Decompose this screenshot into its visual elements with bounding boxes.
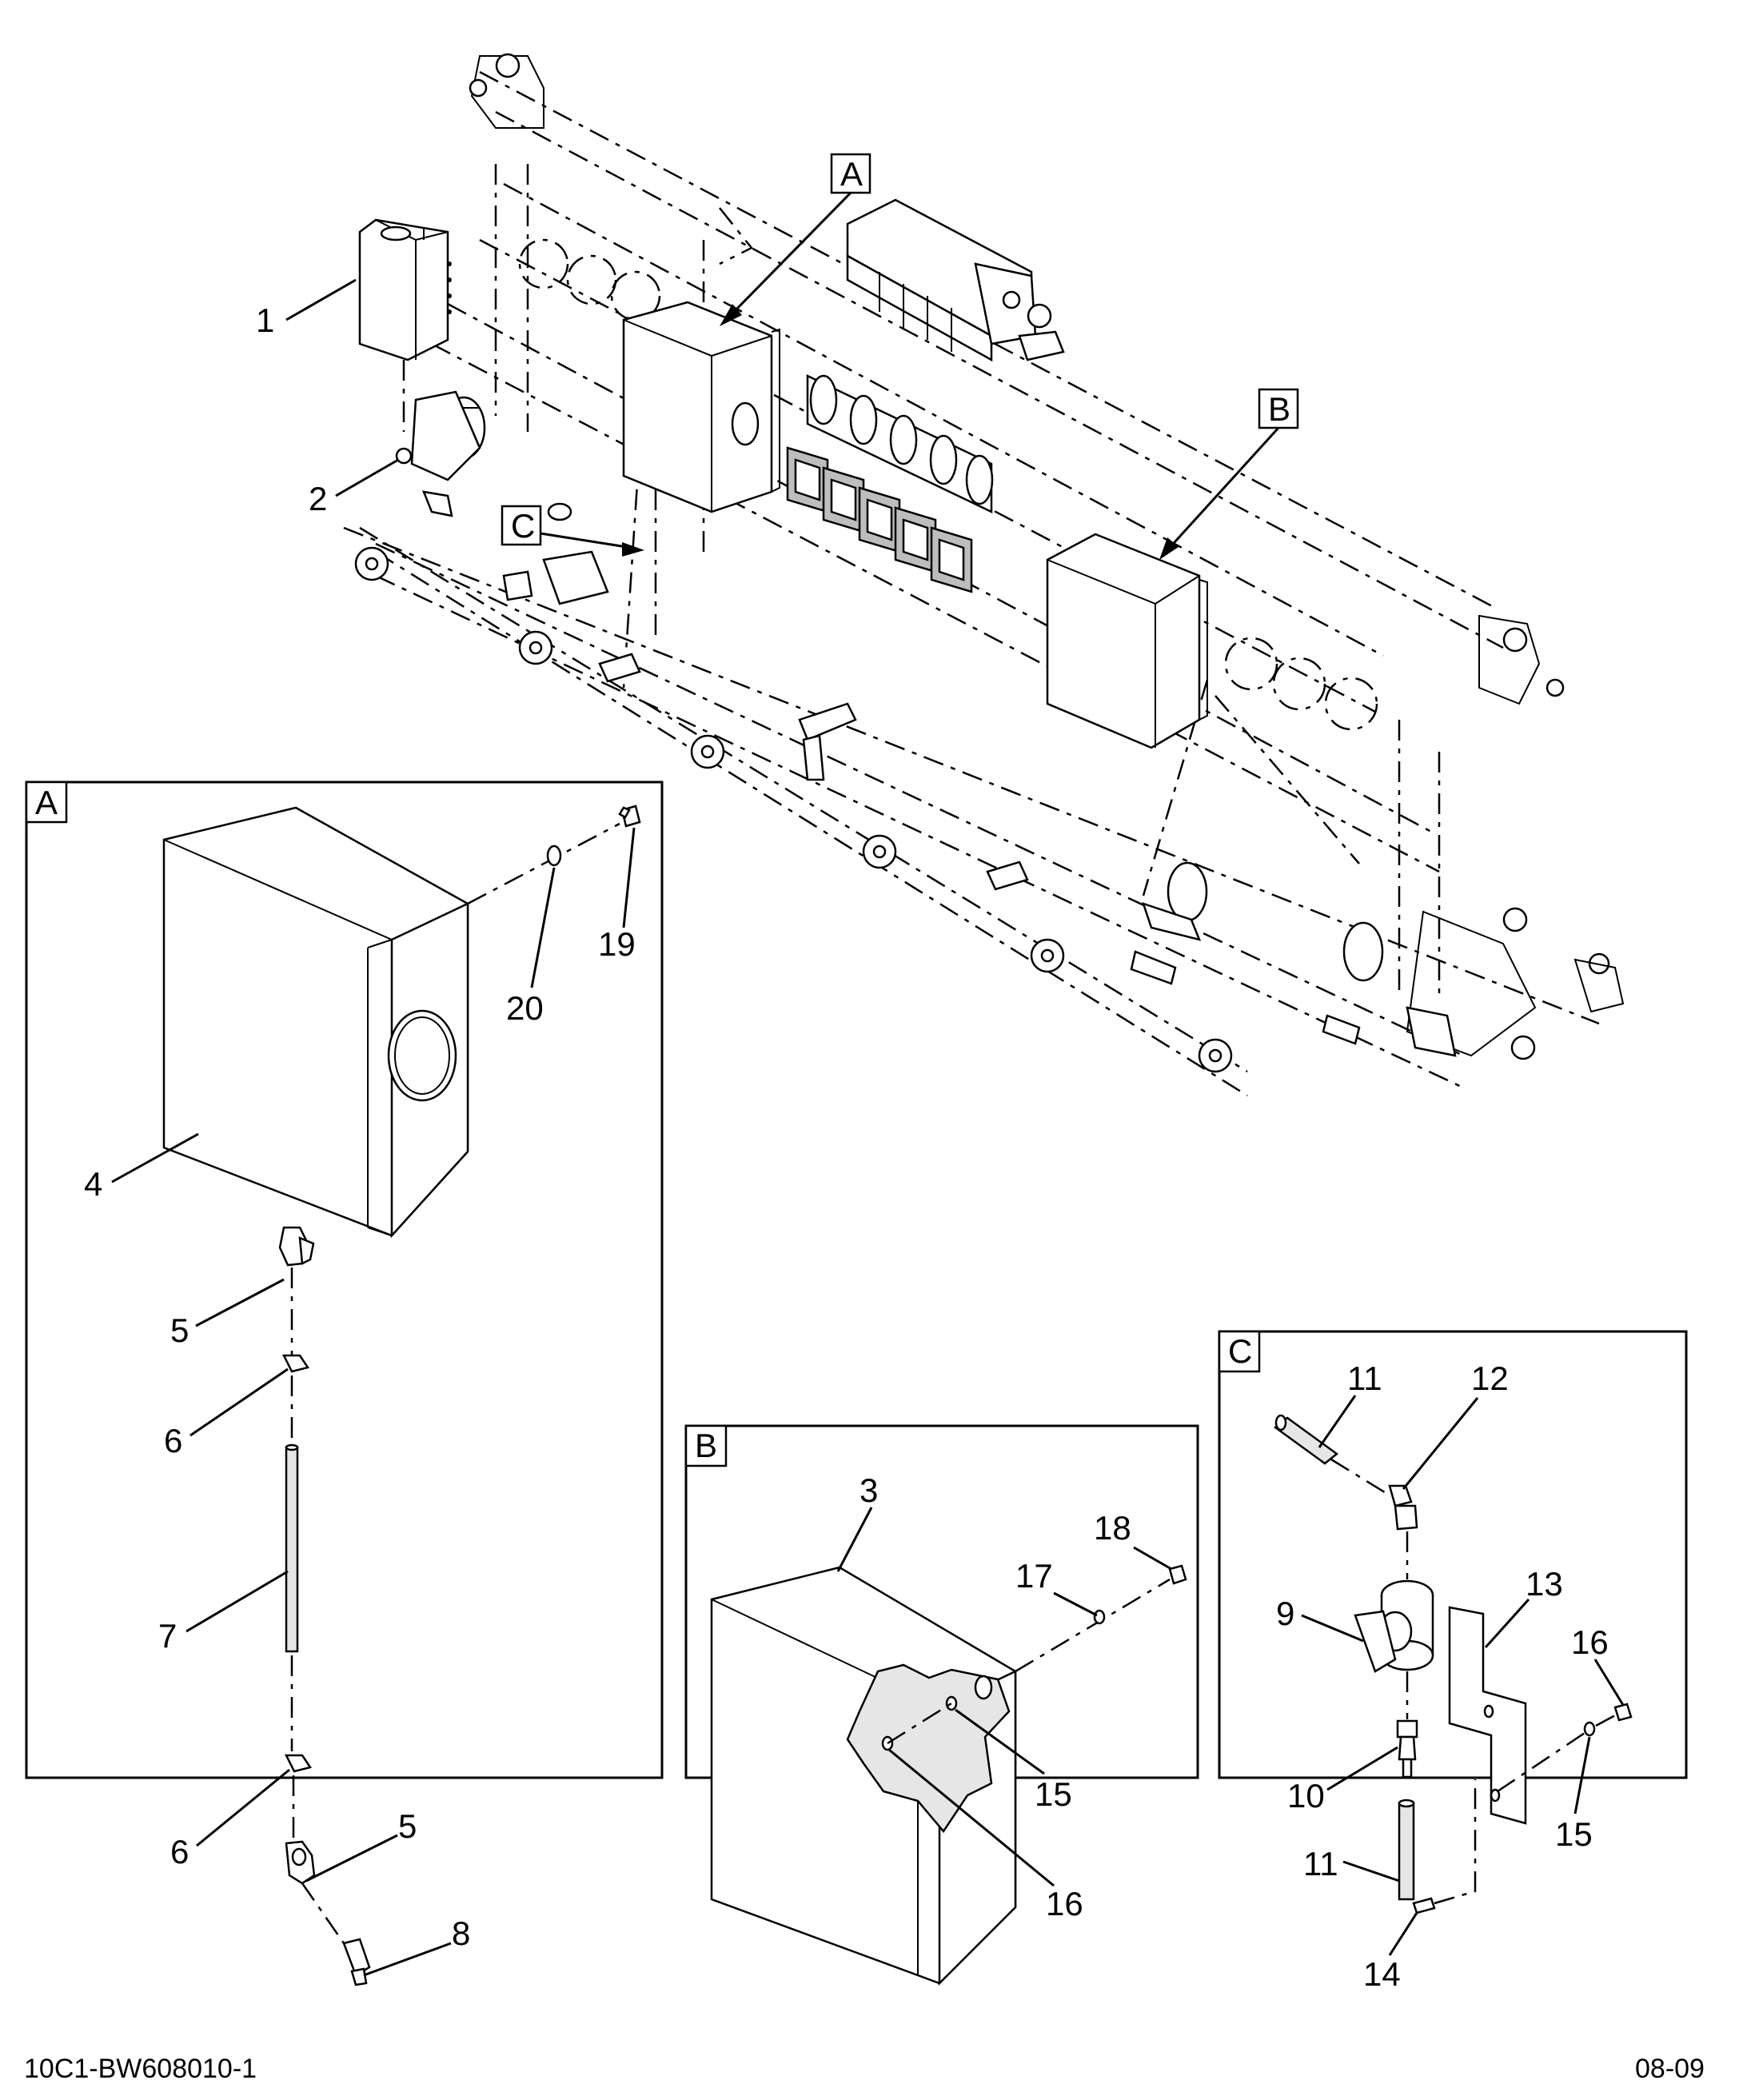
- spray-boom-nozzles: [354, 526, 1361, 1097]
- view-ref-b: B: [1268, 390, 1290, 428]
- callout-7: 7: [158, 1617, 177, 1655]
- callout-8: 8: [452, 1914, 470, 1952]
- callout-6b: 6: [170, 1833, 189, 1870]
- accumulator-assembly: [395, 390, 486, 517]
- drawing-id: 10C1-BW608010-1: [24, 2054, 257, 2084]
- view-ref-a-box: [830, 153, 871, 194]
- callout-18: 18: [1094, 1509, 1131, 1547]
- detail-a-panel: A 4: [25, 781, 664, 1986]
- callout-17: 17: [1015, 1557, 1053, 1595]
- callout-13: 13: [1526, 1565, 1563, 1603]
- callout-16c: 16: [1571, 1623, 1609, 1661]
- callout-1: 1: [256, 301, 274, 339]
- callout-11b: 11: [1303, 1845, 1338, 1882]
- callout-2: 2: [309, 480, 327, 517]
- enclosure-a-overview: [622, 301, 780, 513]
- detail-b-label: B: [695, 1427, 717, 1464]
- detail-a-label: A: [35, 784, 58, 821]
- callout-19: 19: [598, 925, 636, 963]
- callout-11a: 11: [1347, 1359, 1382, 1397]
- callout-3: 3: [860, 1471, 878, 1509]
- callout-16b: 16: [1046, 1885, 1083, 1922]
- revision-date: 08-09: [1635, 2054, 1705, 2084]
- enclosure-b-overview: [1046, 533, 1208, 749]
- callout-10: 10: [1287, 1777, 1325, 1815]
- callout-14: 14: [1363, 1955, 1401, 1993]
- boom-frame-overview: [343, 53, 1625, 1089]
- view-ref-c-box: [501, 505, 542, 546]
- view-ref-c: C: [511, 507, 535, 545]
- solenoid-valve-bank: [786, 374, 994, 593]
- control-valve-manifold: [846, 198, 1065, 362]
- callout-12: 12: [1471, 1359, 1509, 1397]
- callout-9: 9: [1276, 1595, 1294, 1632]
- callout-20: 20: [506, 989, 544, 1027]
- callout-6a: 6: [164, 1422, 182, 1459]
- callout-5b: 5: [398, 1807, 417, 1845]
- view-ref-a: A: [840, 155, 863, 193]
- right-accumulators: [1142, 861, 1457, 1057]
- callout-4: 4: [84, 1165, 102, 1203]
- valve-c-overview: [502, 502, 609, 605]
- detail-b-panel: B 3 17 18 15 16: [684, 1424, 1199, 1986]
- overview-callouts: 1 2 A B C: [256, 153, 1299, 560]
- detail-c-panel: C 11 12: [1218, 1330, 1688, 1993]
- reservoir-tank: [358, 218, 452, 432]
- callout-15c: 15: [1555, 1815, 1593, 1853]
- detail-c-label: C: [1228, 1332, 1252, 1370]
- callout-15b: 15: [1035, 1775, 1072, 1813]
- callout-5a: 5: [170, 1312, 189, 1349]
